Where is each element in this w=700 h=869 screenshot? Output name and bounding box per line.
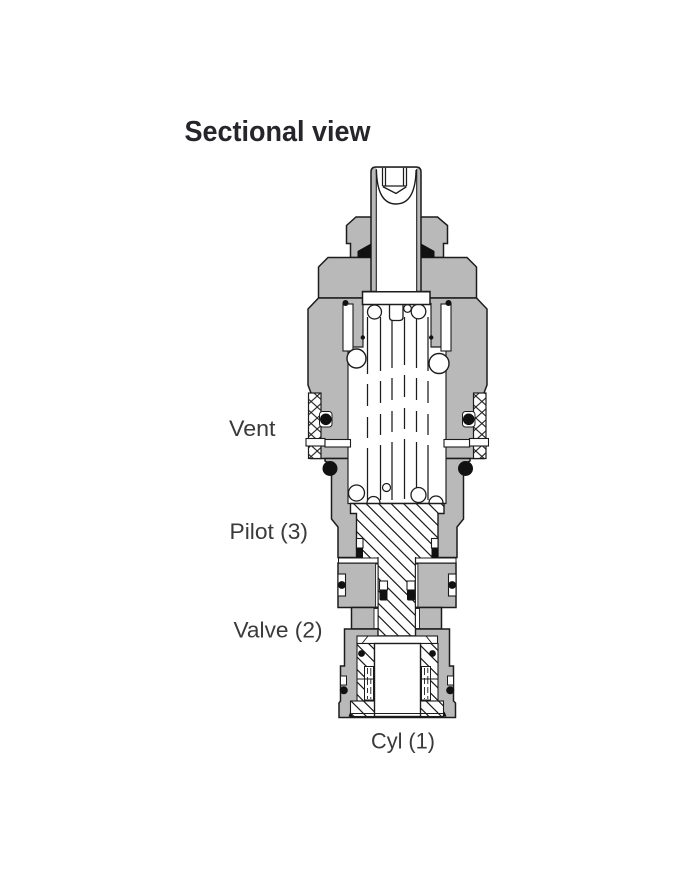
svg-text:Sectional view: Sectional view	[185, 116, 371, 148]
svg-text:Cyl (1): Cyl (1)	[371, 729, 435, 754]
svg-text:Valve (2): Valve (2)	[234, 618, 323, 643]
svg-text:Pilot (3): Pilot (3)	[230, 519, 309, 544]
svg-text:Vent: Vent	[229, 416, 276, 441]
